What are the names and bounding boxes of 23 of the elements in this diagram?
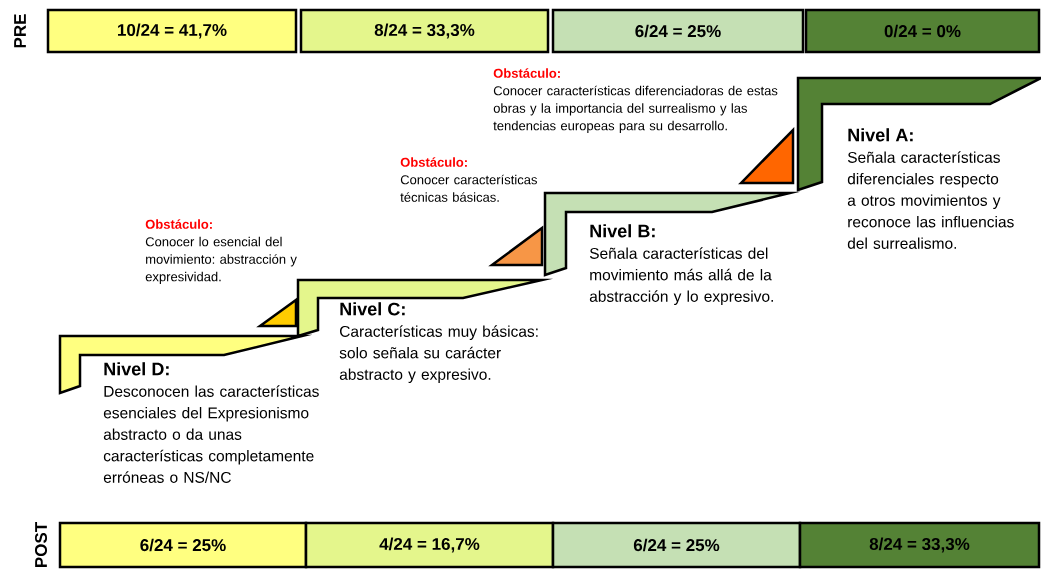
obstacle-text: Conocer lo esencial del movimiento: abstracción y expresividad.	[145, 236, 297, 284]
level-description: Señala características del movimiento más allá de la abstracción y lo expresivo.	[589, 247, 773, 305]
obstacle-text: Conocer características técnicas básicas.	[400, 174, 537, 202]
level-heading: Nivel C:	[340, 302, 405, 316]
percentage-cell: 8/24 = 33,3%	[299, 8, 550, 54]
percentage-cell: 6/24 = 25%	[58, 521, 308, 569]
percentage-cell: 6/24 = 25%	[551, 8, 805, 54]
obstacle-label: Obstáculo:	[493, 68, 560, 78]
level-description: Características muy básicas: solo señala su carácter abstracto y expresivo.	[339, 325, 538, 383]
percentage-cell: 10/24 = 41,7%	[46, 8, 298, 54]
level-description: Señala características diferenciales respecto a otros movimientos y reconoce las influencias del surrealismo.	[847, 151, 1014, 249]
percentage-cell: 0/24 = 0%	[804, 8, 1041, 54]
percentage-cell: 8/24 = 33,3%	[798, 521, 1041, 569]
level-description: Desconocen las características esenciales del Expresionismo abstracto o da unas características completamente erróneas o NS/NC	[103, 385, 319, 483]
level-heading: Nivel D:	[104, 362, 169, 376]
row-label: PRE	[14, 14, 26, 48]
level-heading: Nivel B:	[590, 224, 655, 238]
percentage-cell: 6/24 = 25%	[551, 521, 802, 569]
percentage-cell: 4/24 = 16,7%	[304, 521, 555, 569]
obstacle-text: Conocer características diferenciadoras de estas obras y la importancia del surrealismo y las tendencias europeas para su desarrollo.	[493, 85, 778, 133]
obstacle-label: Obstáculo:	[145, 219, 212, 229]
obstacle-label: Obstáculo:	[400, 157, 467, 167]
level-heading: Nivel A:	[848, 128, 913, 142]
